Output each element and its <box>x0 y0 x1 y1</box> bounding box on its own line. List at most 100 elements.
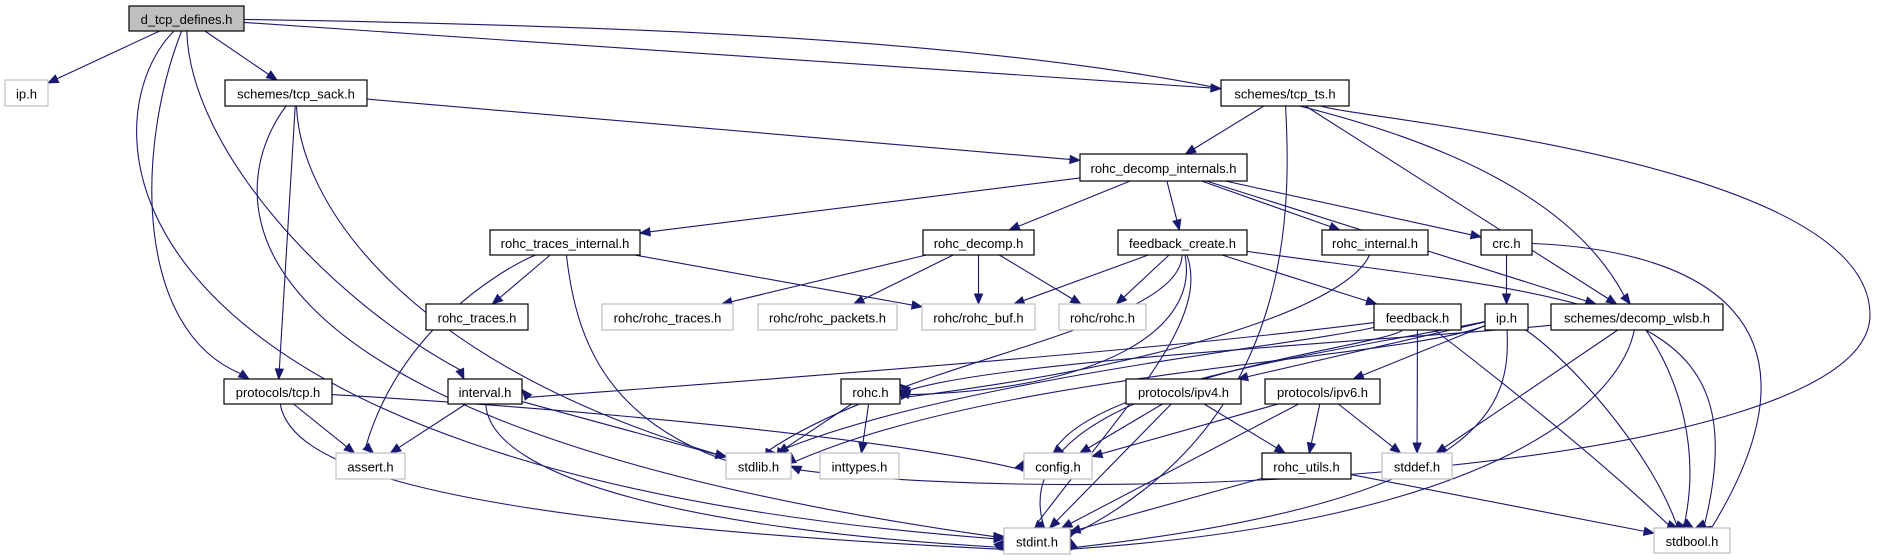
edge-rohc_decomp-to-rohc_rohc_traces <box>720 254 927 307</box>
node-protocols-ipv6[interactable]: protocols/ipv6.h <box>1264 378 1381 405</box>
node-rohc-decomp-internals[interactable]: rohc_decomp_internals.h <box>1079 153 1248 182</box>
node-protocols-tcp[interactable]: protocols/tcp.h <box>223 378 333 405</box>
edge-line <box>1305 105 1609 300</box>
node-protocols-ipv4[interactable]: protocols/ipv4.h <box>1125 378 1242 405</box>
edge-line <box>1193 105 1265 150</box>
edge-line <box>1203 403 1277 449</box>
edge-line <box>999 254 1073 300</box>
node-rohc-internal[interactable]: rohc_internal.h <box>1321 229 1429 256</box>
edge-ip-to-stdbool <box>1525 329 1688 530</box>
edge-line <box>293 403 347 448</box>
node-rohc-traces-internal[interactable]: rohc_traces_internal.h <box>489 229 641 256</box>
edge-arrowhead <box>1412 442 1422 455</box>
edge-line <box>905 254 1371 398</box>
edge-protocols_ipv4-to-stdint <box>1048 403 1172 529</box>
node-label: rohc_decomp.h <box>934 236 1024 251</box>
node-rohc-rohc-packets: rohc/rohc_packets.h <box>757 303 898 331</box>
edge-line <box>1079 477 1263 530</box>
edge-arrowhead <box>1008 221 1021 231</box>
node-box <box>1261 452 1352 480</box>
edge-line <box>1221 254 1368 302</box>
edge-tcp_ts-to-decomp_wlsb <box>1305 105 1618 305</box>
node-rohc-utils[interactable]: rohc_utils.h <box>1261 452 1352 480</box>
node-label: rohc/rohc_buf.h <box>933 311 1023 326</box>
node-tcp-sack[interactable]: schemes/tcp_sack.h <box>224 79 368 107</box>
node-interval[interactable]: interval.h <box>447 378 523 405</box>
node-crc[interactable]: crc.h <box>1480 229 1533 256</box>
node-stdint: stdint.h <box>1003 527 1071 555</box>
edge-line <box>909 254 1187 396</box>
node-decomp-wlsb[interactable]: schemes/decomp_wlsb.h <box>1550 303 1724 331</box>
edge-line <box>731 254 927 303</box>
node-label: stddef.h <box>1394 460 1440 475</box>
node-box <box>1321 229 1429 256</box>
edge-line <box>136 30 995 540</box>
node-ip[interactable]: ip.h <box>1484 303 1529 331</box>
node-d-tcp-defines[interactable]: d_tcp_defines.h <box>128 5 245 32</box>
node-rohc-decomp[interactable]: rohc_decomp.h <box>922 229 1035 256</box>
edge-rohc_decomp_internals-to-rohc_decomp <box>1008 180 1131 231</box>
edge-line <box>1310 403 1321 444</box>
edge-line <box>1166 180 1178 221</box>
node-box <box>601 303 734 331</box>
edge-decomp_wlsb-to-stdbool <box>1645 329 1695 529</box>
node-label: stdlib.h <box>738 460 779 475</box>
edge-arrowhead <box>1306 441 1317 455</box>
node-label: rohc_traces_internal.h <box>501 236 630 251</box>
edge-line <box>1645 329 1691 523</box>
edge-arrowhead <box>1069 294 1083 305</box>
edge-arrowhead <box>1352 370 1365 380</box>
edge-rohc_traces_internal-to-rohc_traces <box>491 254 551 305</box>
edge-feedback-to-interval <box>521 322 1375 401</box>
node-label: protocols/ipv4.h <box>1138 385 1229 400</box>
edge-interval-to-assert <box>389 403 467 454</box>
edge-arrowhead <box>714 449 728 459</box>
node-box <box>1653 527 1731 554</box>
node-feedback[interactable]: feedback.h <box>1373 303 1462 331</box>
node-rohc[interactable]: rohc.h <box>840 378 901 405</box>
edge-arrowhead <box>274 368 285 381</box>
edge-line <box>56 30 160 80</box>
edge-rohc_decomp-to-rohc_rohc_packets <box>852 254 954 305</box>
edge-line <box>1056 403 1172 522</box>
node-rohc-traces[interactable]: rohc_traces.h <box>425 303 529 331</box>
node-box <box>447 378 523 405</box>
edge-tcp_sack-to-protocols_tcp <box>274 105 296 381</box>
edge-arrowhead <box>1078 443 1092 454</box>
edge-arrowhead <box>858 441 868 455</box>
node-feedback-create[interactable]: feedback_create.h <box>1117 229 1248 256</box>
node-box <box>1058 303 1147 331</box>
edge-rohc_traces_internal-to-rohc_rohc_buf <box>634 254 924 310</box>
edge-line <box>295 105 717 455</box>
edge-rohc_utils-to-stdint <box>1068 477 1263 534</box>
edge-tcp_ts-to-stdlib <box>789 105 1871 486</box>
edge-line <box>256 105 995 538</box>
edge-decomp_wlsb-to-stddef <box>1435 329 1619 454</box>
edge-line <box>907 324 1552 392</box>
node-label: stdint.h <box>1016 535 1058 550</box>
edge-interval-to-stdlib <box>521 401 728 459</box>
edge-feedback_create-to-rohc_rohc_buf <box>1012 254 1149 305</box>
edge-rohc-to-inttypes <box>858 403 870 455</box>
edge-line <box>791 325 1486 464</box>
edge-d_tcp_defines-to-decomp_wlsb <box>243 18 1631 306</box>
edge-line <box>528 322 1375 398</box>
node-box <box>1484 303 1529 331</box>
node-box <box>1381 452 1453 480</box>
edge-line <box>204 30 269 75</box>
edge-arrowhead <box>237 369 251 380</box>
edge-line <box>1350 474 1645 532</box>
edge-line <box>649 177 1081 233</box>
node-box <box>1480 229 1533 256</box>
node-label: rohc_utils.h <box>1273 460 1339 475</box>
edge-arrowhead <box>1605 294 1618 305</box>
edge-rohc_traces_internal-to-stdlib <box>565 254 738 468</box>
node-label: rohc/rohc_traces.h <box>614 311 722 326</box>
edge-line <box>279 403 1001 550</box>
edge-line <box>398 403 467 449</box>
node-label: ip.h <box>1496 311 1517 326</box>
node-tcp-ts[interactable]: schemes/tcp_ts.h <box>1220 79 1350 107</box>
edge-d_tcp_defines-to-ip_left <box>46 30 160 84</box>
edge-arrowhead <box>343 442 356 454</box>
node-box <box>223 378 333 405</box>
